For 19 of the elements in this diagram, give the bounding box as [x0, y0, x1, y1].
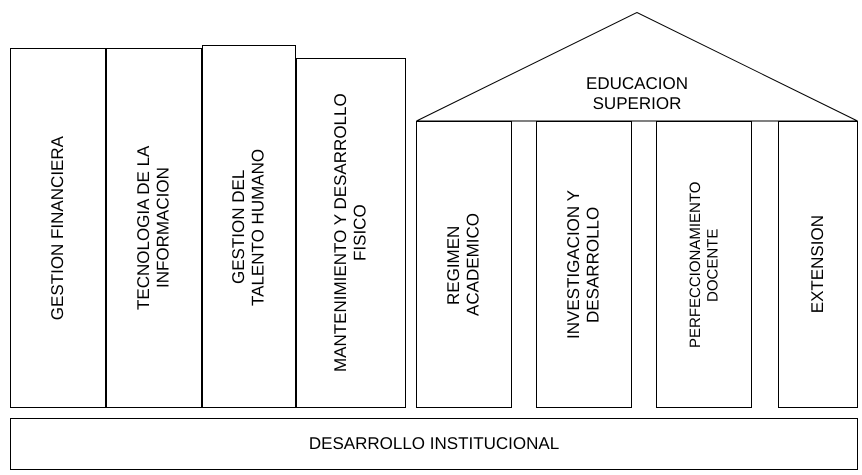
pillar-label: EXTENSION [808, 215, 828, 314]
pillar-box [10, 48, 106, 408]
foundation-label: DESARROLLO INSTITUCIONAL [308, 434, 560, 454]
pillar-box [536, 121, 632, 408]
foundation-box [10, 418, 858, 470]
pillar-box [656, 121, 752, 408]
pillar-label: REGIMEN ACADEMICO [444, 212, 484, 318]
pillar-box [778, 121, 858, 408]
pillar-box [296, 58, 406, 408]
pillar-label: GESTION FINANCIERA [48, 136, 68, 320]
pillar-label: PERFECCIONAMIENTO DOCENTE [686, 180, 722, 350]
pillar-box [202, 45, 296, 408]
pillar-box [416, 121, 512, 408]
pillar-label: TECNOLOGIA DE LA INFORMACION [134, 144, 174, 312]
pillar-label: GESTION DEL TALENTO HUMANO [229, 146, 269, 308]
pillar-label: MANTENIMIENTO Y DESARROLLO FISICO [331, 92, 371, 374]
pillar-box [106, 48, 202, 408]
roof-label: EDUCACION SUPERIOR [584, 74, 689, 114]
pillar-label: INVESTIGACION Y DESARROLLO [564, 189, 604, 341]
